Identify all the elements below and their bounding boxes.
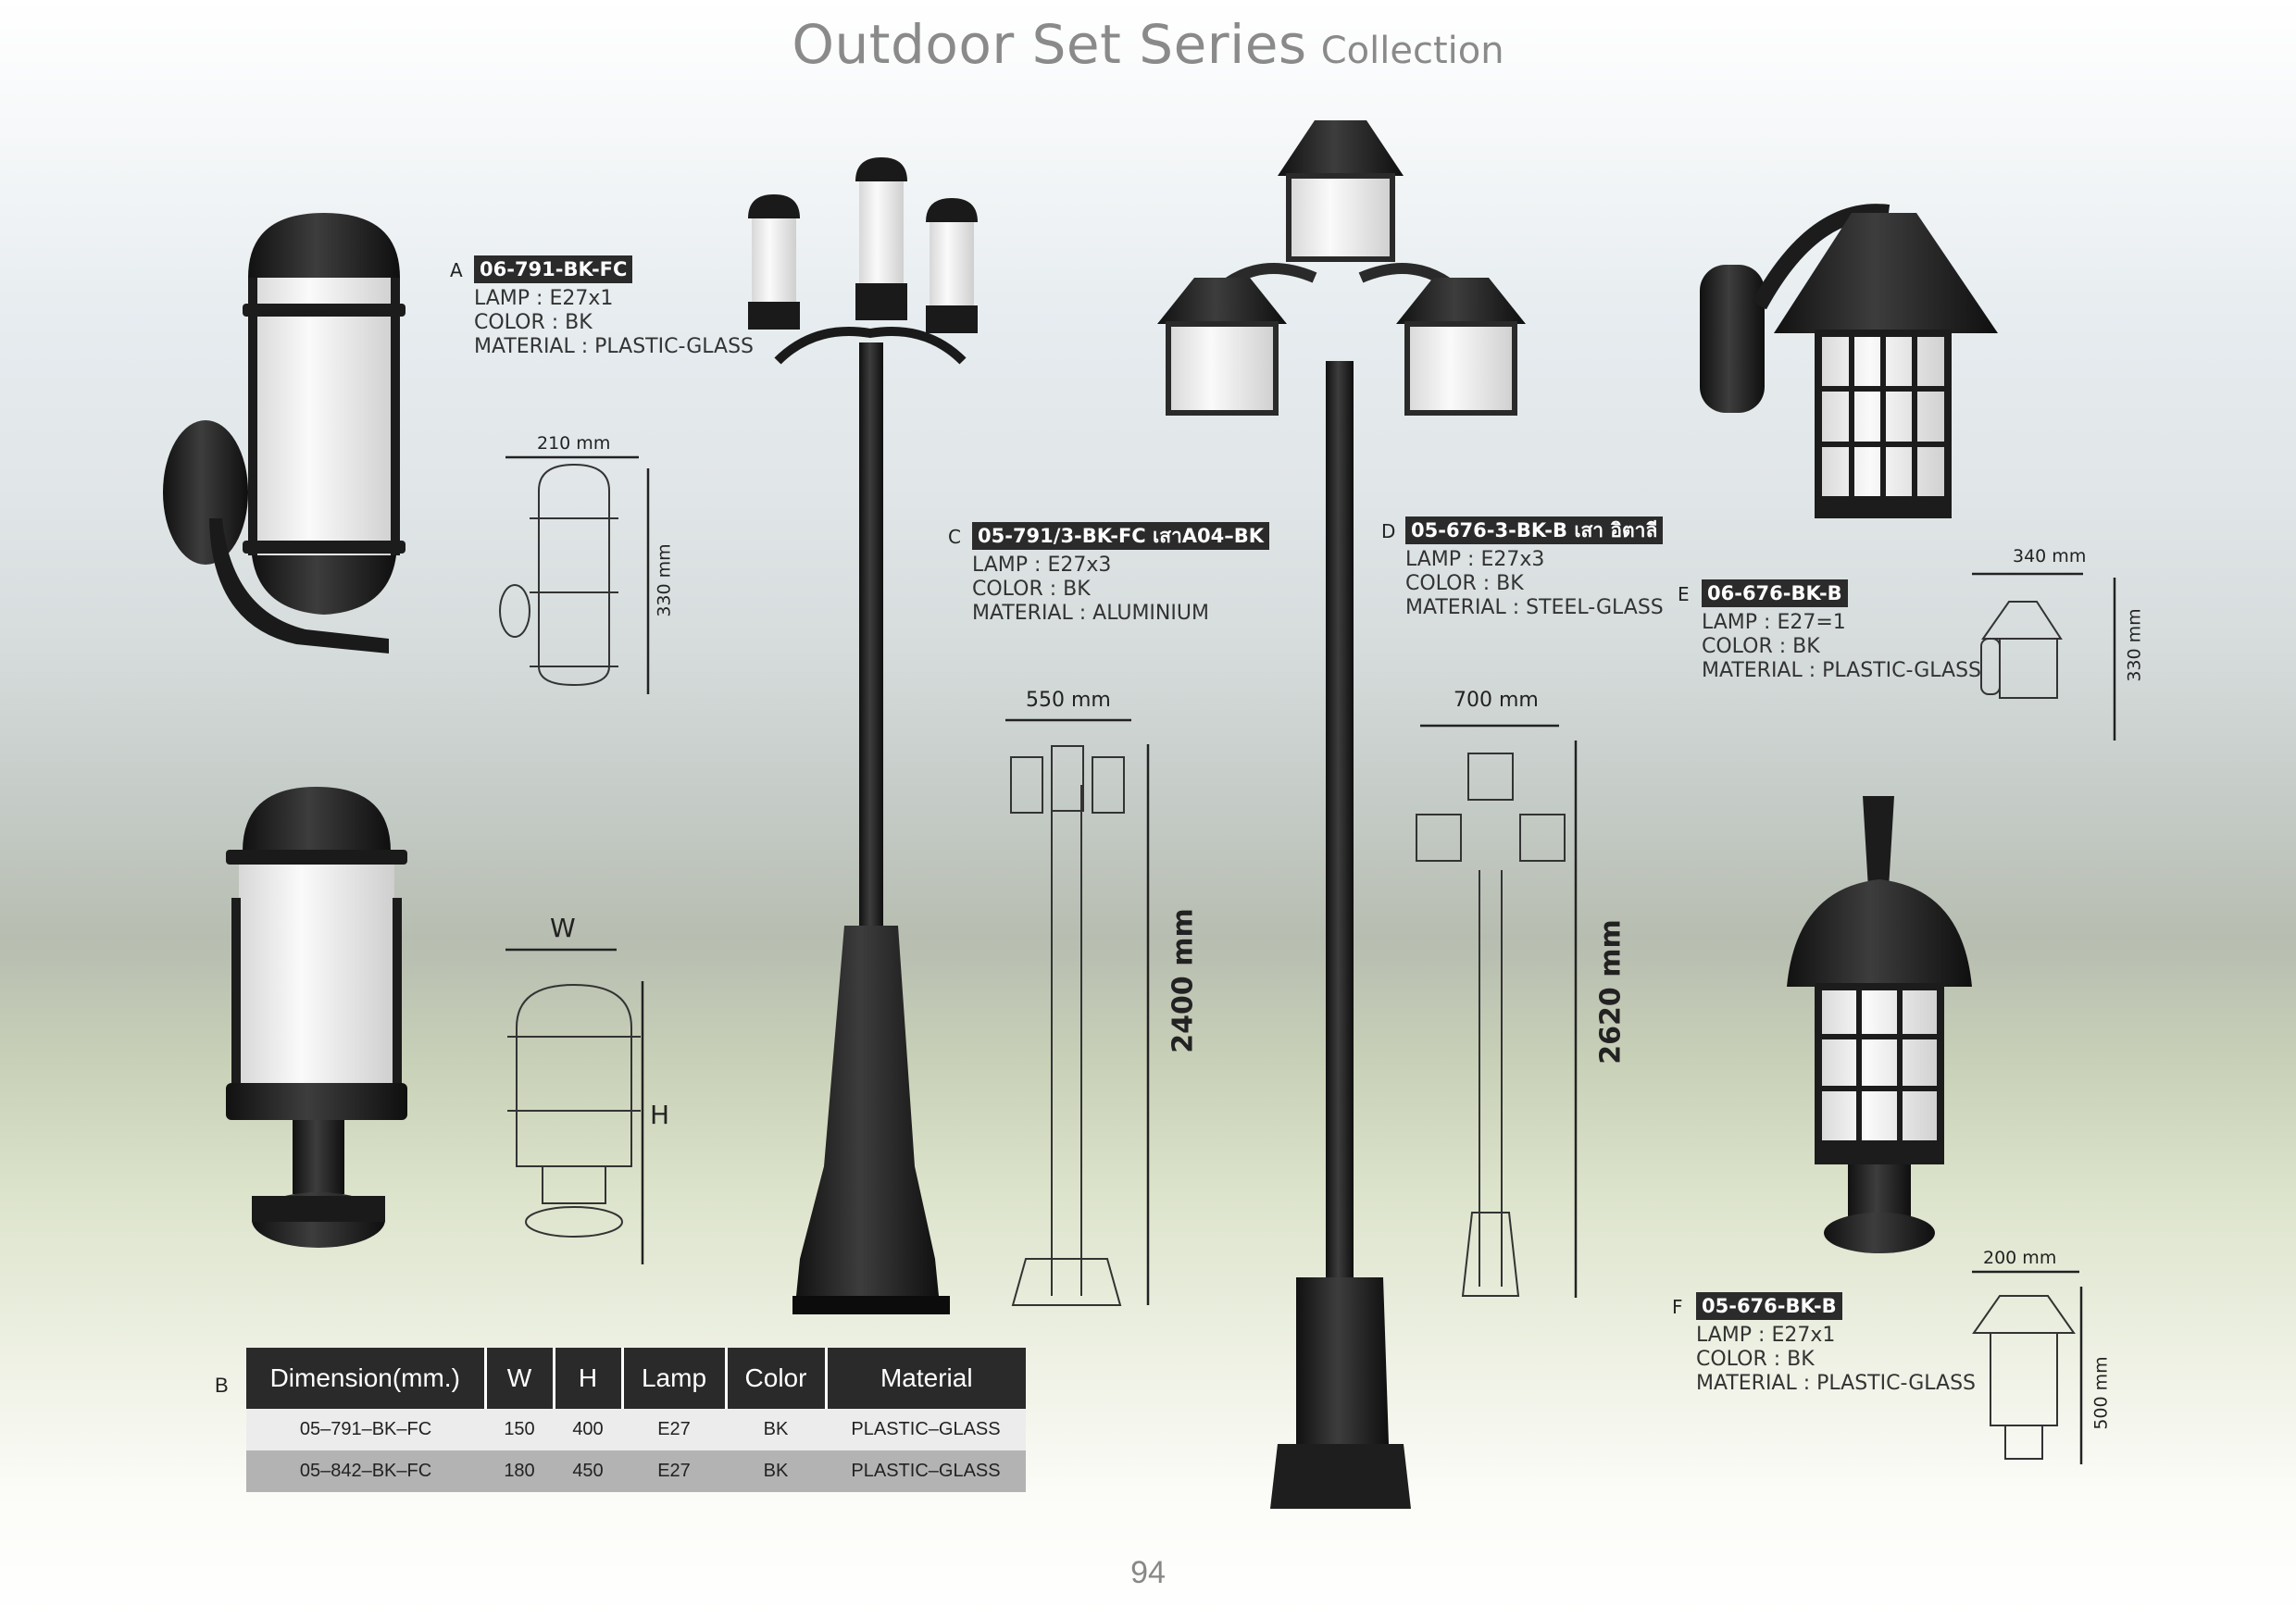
table-header: Color: [726, 1348, 828, 1409]
product-f-height-label: 500 mm: [2090, 1356, 2112, 1430]
product-a-spec: A 06-791-BK-FC LAMP : E27x1 COLOR : BK M…: [450, 255, 755, 359]
product-e-code: 06-676-BK-B: [1702, 579, 1848, 607]
table-header: H: [554, 1348, 624, 1409]
product-a-code: 06-791-BK-FC: [474, 255, 633, 283]
table-cell: 180: [485, 1450, 554, 1492]
product-b-letter: B: [215, 1374, 229, 1397]
table-cell: 05–791–BK–FC: [246, 1409, 485, 1450]
product-f-width-label: 200 mm: [1983, 1248, 2057, 1268]
product-a-lamp: LAMP : E27x1: [474, 287, 614, 310]
product-d-color: COLOR : BK: [1405, 572, 1524, 595]
product-c-height-label: 2400 mm: [1167, 908, 1200, 1053]
product-a-height-label: 330 mm: [654, 543, 675, 617]
product-a-color: COLOR : BK: [474, 311, 593, 334]
product-e-material: MATERIAL : PLASTIC-GLASS: [1702, 659, 1982, 682]
table-cell: 150: [485, 1409, 554, 1450]
page-number: 94: [1130, 1555, 1166, 1590]
table-header: W: [485, 1348, 555, 1409]
product-e-width-label: 340 mm: [2013, 546, 2087, 566]
product-c-material: MATERIAL : ALUMINIUM: [972, 602, 1209, 625]
dimension-table: Dimension(mm.) W H Lamp Color Material 0…: [246, 1348, 1026, 1492]
product-d-lamp: LAMP : E27x3: [1405, 548, 1545, 571]
product-c-width-label: 550 mm: [1026, 689, 1111, 712]
lantern-wall-lamp-photo-icon: [1700, 204, 1998, 518]
product-f-letter: F: [1672, 1296, 1683, 1318]
product-f-spec: F 05-676-BK-B LAMP : E27x1 COLOR : BK MA…: [1672, 1292, 1977, 1396]
product-e-height-label: 330 mm: [2124, 608, 2145, 682]
table-header: Material: [826, 1348, 1026, 1409]
product-d-width-label: 700 mm: [1454, 689, 1539, 712]
product-a-width-label: 210 mm: [537, 433, 611, 454]
product-c-code: 05-791/3-BK-FC เสาA04–BK: [972, 522, 1270, 550]
product-a-material: MATERIAL : PLASTIC-GLASS: [474, 335, 755, 358]
table-cell: PLASTIC–GLASS: [826, 1409, 1026, 1450]
product-f-material: MATERIAL : PLASTIC-GLASS: [1696, 1372, 1977, 1395]
table-cell: E27: [622, 1450, 726, 1492]
title-subtitle: Collection: [1320, 30, 1504, 72]
product-c-spec: C 05-791/3-BK-FC เสาA04–BK LAMP : E27x3 …: [948, 522, 1270, 626]
table-row: 05–791–BK–FC 150 400 E27 BK PLASTIC–GLAS…: [246, 1409, 1026, 1450]
dimension-arrow-icon: [505, 455, 2116, 1464]
lantern-pole-photo-icon: [1157, 120, 1526, 1509]
product-e-lamp: LAMP : E27=1: [1702, 611, 1846, 634]
product-e-spec: E 06-676-BK-B LAMP : E27=1 COLOR : BK MA…: [1678, 579, 1982, 683]
lantern-post-lamp-photo-icon: [1787, 796, 1972, 1253]
product-d-letter: D: [1381, 520, 1396, 542]
title-main: Outdoor Set Series: [792, 13, 1307, 76]
table-header: Lamp: [622, 1348, 728, 1409]
product-e-color: COLOR : BK: [1702, 635, 1820, 658]
product-c-lamp: LAMP : E27x3: [972, 554, 1112, 577]
table-cell: BK: [726, 1450, 826, 1492]
table-cell: 400: [554, 1409, 622, 1450]
product-a-letter: A: [450, 259, 463, 281]
table-cell: 450: [554, 1450, 622, 1492]
product-f-lamp: LAMP : E27x1: [1696, 1324, 1836, 1347]
product-d-spec: D 05-676-3-BK-B เสา อิตาลี LAMP : E27x3 …: [1381, 517, 1664, 620]
page-title: Outdoor Set Series Collection: [0, 13, 2296, 76]
table-cell: BK: [726, 1409, 826, 1450]
wall-lamp-photo-icon: [163, 213, 406, 653]
product-d-material: MATERIAL : STEEL-GLASS: [1405, 596, 1664, 619]
triple-lamp-pole-photo-icon: [748, 157, 978, 1314]
table-row: 05–842–BK–FC 180 450 E27 BK PLASTIC–GLAS…: [246, 1450, 1026, 1492]
table-header: Dimension(mm.): [246, 1348, 487, 1409]
post-top-lamp-photo-icon: [226, 787, 407, 1248]
product-b-width-label: W: [550, 913, 576, 943]
product-b-height-label: H: [650, 1100, 670, 1130]
product-f-color: COLOR : BK: [1696, 1348, 1815, 1371]
table-cell: E27: [622, 1409, 726, 1450]
product-d-code: 05-676-3-BK-B เสา อิตาลี: [1405, 517, 1664, 544]
product-e-letter: E: [1678, 583, 1690, 605]
product-c-letter: C: [948, 526, 961, 548]
product-f-code: 05-676-BK-B: [1696, 1292, 1842, 1320]
table-cell: PLASTIC–GLASS: [826, 1450, 1026, 1492]
line-drawing-icon: [499, 463, 2076, 1460]
table-header-row: Dimension(mm.) W H Lamp Color Material: [246, 1348, 1026, 1409]
table-cell: 05–842–BK–FC: [246, 1450, 485, 1492]
product-c-color: COLOR : BK: [972, 578, 1091, 601]
product-d-height-label: 2620 mm: [1594, 919, 1628, 1064]
